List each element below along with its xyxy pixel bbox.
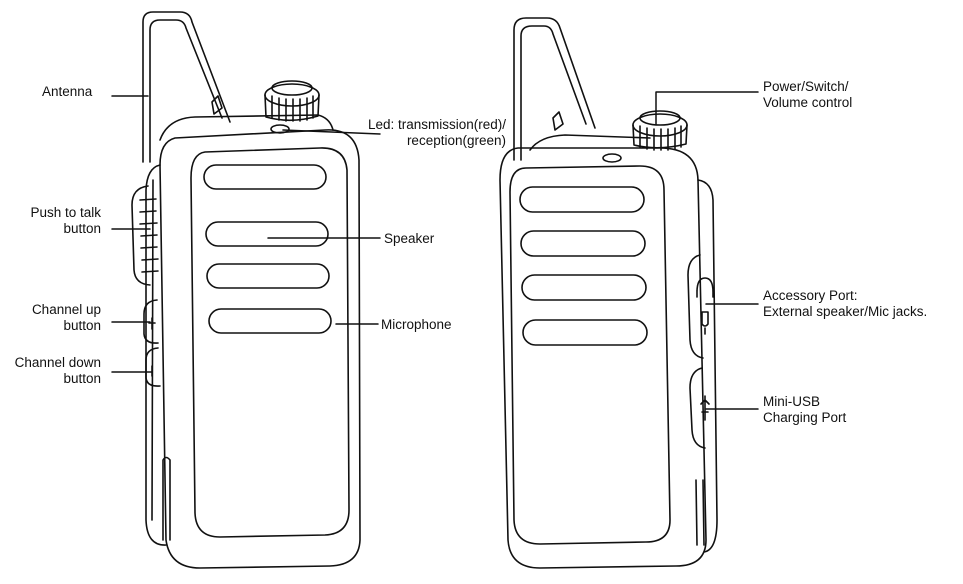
antenna-left — [142, 11, 231, 163]
usb-port[interactable] — [689, 367, 710, 449]
speaker-slot — [521, 274, 647, 301]
label-led: Led: transmission(red)/ reception(green) — [367, 117, 506, 148]
antenna-right — [513, 17, 596, 161]
usb-icon — [700, 395, 710, 421]
volume-knob-right — [632, 110, 688, 151]
speaker-slot — [203, 164, 327, 190]
label-channel-down: Channel down button — [14, 355, 101, 386]
callout-lines — [111, 91, 759, 410]
headphone-icon — [696, 277, 714, 298]
speaker-slot — [206, 263, 330, 289]
speaker-slot — [519, 186, 645, 213]
body-outline-right — [499, 147, 707, 569]
microphone-icon — [701, 311, 709, 335]
ptt-button[interactable] — [131, 185, 159, 286]
body-outline-left — [159, 129, 361, 569]
rear-panel — [509, 165, 671, 545]
label-channel-up: Channel up button — [31, 302, 101, 333]
label-microphone: Microphone — [381, 317, 452, 332]
speaker-slot — [208, 308, 332, 334]
label-speaker: Speaker — [384, 231, 435, 246]
callout-led — [282, 129, 381, 135]
speaker-slot — [520, 230, 646, 257]
front-panel — [190, 147, 350, 538]
callout-power — [655, 91, 759, 125]
accessory-port[interactable] — [687, 254, 714, 359]
label-power: Power/Switch/ Volume control — [763, 79, 853, 110]
channel-up-button[interactable] — [143, 299, 159, 344]
plus-icon — [148, 317, 156, 330]
speaker-slot — [205, 221, 329, 247]
label-antenna: Antenna — [42, 84, 93, 99]
radio-front — [131, 11, 361, 569]
channel-down-button[interactable] — [145, 347, 161, 387]
led-right — [602, 153, 622, 163]
speaker-slot — [522, 319, 648, 346]
label-push-to-talk: Push to talk button — [30, 205, 101, 236]
led-left — [270, 124, 290, 134]
label-usb-port: Mini-USB Charging Port — [763, 394, 847, 425]
volume-knob-left — [264, 80, 320, 122]
radio-rear — [499, 17, 718, 569]
label-accessory-port: Accessory Port: External speaker/Mic jac… — [763, 288, 928, 319]
